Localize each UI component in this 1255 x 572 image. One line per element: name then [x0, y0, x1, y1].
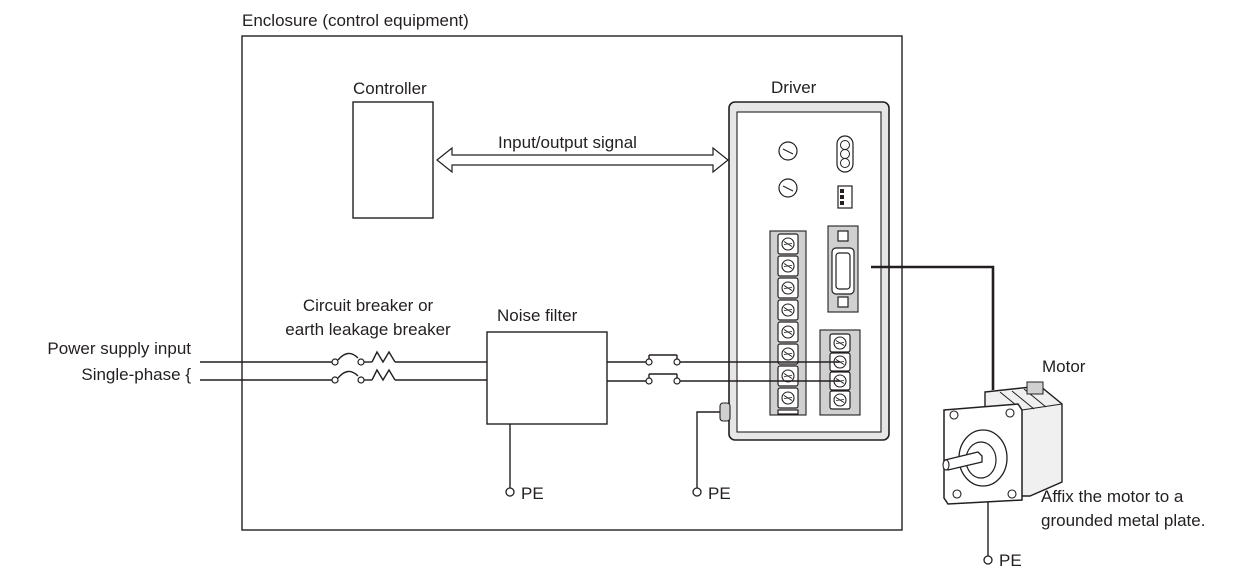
controller-label: Controller — [353, 79, 427, 98]
breaker-symbol — [200, 350, 487, 384]
pe-terminal — [983, 555, 993, 565]
switch-contacts — [607, 354, 840, 385]
single-phase-label: Single-phase { — [81, 365, 191, 384]
terminal-block-right — [819, 329, 861, 416]
pe-terminal — [505, 487, 515, 497]
pe-label-filter: PE — [521, 484, 544, 503]
io-signal-label: Input/output signal — [498, 133, 637, 152]
enclosure-label: Enclosure (control equipment) — [242, 11, 469, 30]
io-connector — [827, 225, 859, 313]
breaker-label-line2: earth leakage breaker — [285, 320, 451, 339]
io-signal-arrow — [436, 146, 729, 174]
power-supply-label: Power supply input — [47, 339, 191, 358]
noise-filter-label: Noise filter — [497, 306, 578, 325]
motor — [942, 381, 1063, 505]
affix-note-line2: grounded metal plate. — [1041, 511, 1205, 530]
driver-ground-wire — [696, 411, 720, 488]
controller-box — [352, 101, 434, 219]
driver-unit — [719, 101, 890, 441]
motor-label: Motor — [1042, 357, 1086, 376]
terminal-block-left — [769, 230, 807, 416]
noise-filter-box — [486, 331, 608, 425]
pe-label-driver: PE — [708, 484, 731, 503]
motor-cable — [871, 265, 995, 390]
pe-terminal — [692, 487, 702, 497]
driver-label: Driver — [771, 78, 817, 97]
enclosure-box — [241, 35, 903, 531]
affix-note-line1: Affix the motor to a — [1041, 487, 1184, 506]
breaker-label-line1: Circuit breaker or — [303, 296, 434, 315]
pe-label-motor: PE — [999, 551, 1022, 570]
driver-ground-lug — [719, 402, 731, 422]
